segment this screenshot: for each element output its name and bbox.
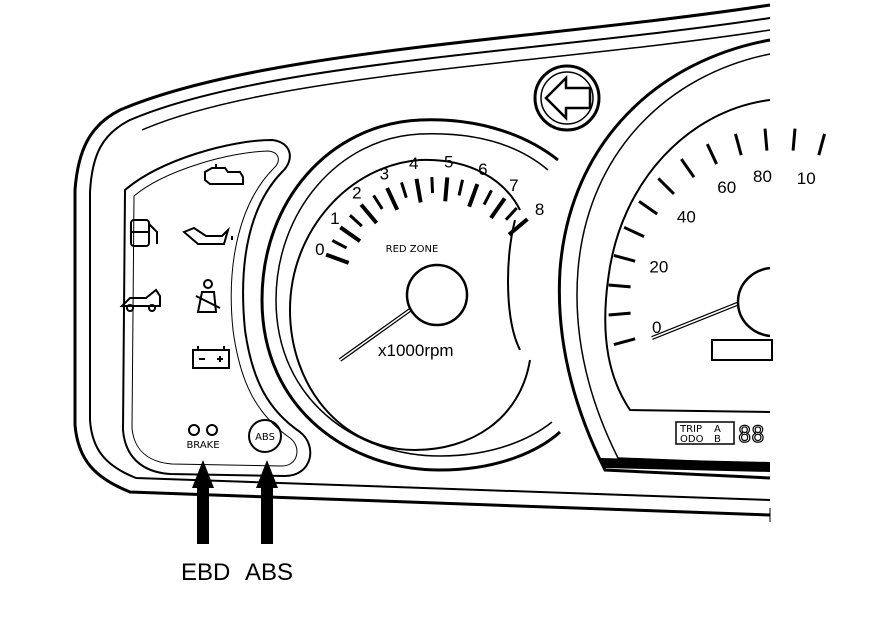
tach-tick-label: 2 (352, 183, 361, 202)
tach-tick-label: 0 (315, 240, 324, 259)
cluster-housing (73, 3, 771, 522)
trip-label: TRIP (679, 424, 702, 435)
speed-tick-label: 60 (717, 178, 736, 197)
oil-pressure-icon (182, 226, 233, 245)
tach-tick (372, 194, 384, 210)
abs-lamp-label: ABS (255, 432, 275, 443)
engine-check-icon (204, 164, 244, 185)
speed-tick-label: 20 (649, 257, 668, 276)
tach-tick (443, 177, 450, 202)
tach-tick (482, 189, 493, 206)
speed-tick-label: 10 (797, 169, 816, 188)
speed-tick (791, 128, 797, 151)
a-label: A (714, 424, 721, 435)
odo-label: ODO (680, 434, 704, 445)
speed-tick (608, 283, 631, 289)
tach-tick (331, 239, 348, 250)
speed-hub (736, 266, 771, 338)
tach-tick-label: 1 (330, 209, 339, 228)
tach-tick (507, 217, 529, 237)
tach-tick-label: 7 (509, 176, 518, 195)
tach-tick-label: 6 (478, 160, 487, 179)
tach-hub (405, 263, 469, 327)
speedometer: 0 20 40 60 80 10 (557, 38, 826, 480)
speed-tick (608, 311, 631, 317)
speed-tick (734, 133, 743, 156)
rpm-unit-label: x1000rpm (378, 341, 454, 360)
tach-tick (504, 206, 518, 221)
abs-warning-icon: ABS (248, 419, 282, 453)
tach-tick (339, 225, 362, 243)
seatbelt-icon (195, 279, 221, 313)
tach-tick-label: 5 (444, 153, 453, 172)
speed-tick (817, 133, 826, 156)
brake-lamp-label: BRAKE (186, 440, 219, 451)
ebd-callout-label: EBD (181, 559, 230, 586)
tach-tick (348, 214, 363, 228)
warning-lamp-panel (121, 138, 312, 478)
tach-tick (414, 178, 423, 203)
speed-tick-marks (608, 128, 826, 346)
speed-tick (680, 158, 696, 178)
tach-tick-label: 4 (409, 154, 418, 173)
speed-tick (613, 337, 636, 346)
tach-tick (467, 183, 480, 208)
tach-tick (385, 187, 400, 211)
speed-tick (657, 177, 675, 195)
speed-tick (638, 200, 658, 216)
odometer: TRIP ODO A B 88 (675, 421, 765, 449)
abs-callout-label: ABS (245, 559, 293, 586)
tach-tick-label: 8 (535, 200, 544, 219)
speed-tick-label: 40 (677, 208, 696, 227)
speed-tick-label: 80 (753, 167, 772, 186)
battery-icon (192, 346, 230, 369)
turn-signal-indicator (533, 64, 601, 132)
tach-tick (457, 179, 465, 196)
trunk-open-icon (119, 288, 161, 312)
red-zone-label: RED ZONE (386, 244, 439, 255)
tach-tick (430, 177, 435, 194)
tach-tick (400, 182, 408, 199)
speed-display-window (711, 339, 773, 361)
speed-tick (623, 225, 645, 238)
ebd-callout-arrow (192, 460, 214, 544)
tach-tick (359, 203, 379, 225)
abs-callout-arrow (256, 460, 278, 544)
left-arrow-icon (544, 74, 592, 122)
speed-tick-labels: 0 20 40 60 80 10 (649, 167, 815, 337)
speed-tick (763, 128, 769, 151)
b-label: B (714, 434, 721, 445)
tach-tick-marks (325, 177, 529, 265)
tach-tick (325, 252, 350, 265)
brake-warning-icon (188, 424, 218, 436)
tach-tick (489, 197, 507, 220)
door-ajar-icon (130, 219, 158, 247)
speed-tick (705, 143, 718, 165)
speed-tick (613, 254, 636, 263)
odometer-digits: 88 (738, 423, 765, 448)
speed-tick-label: 0 (652, 318, 661, 337)
tach-tick-label: 3 (380, 165, 389, 184)
